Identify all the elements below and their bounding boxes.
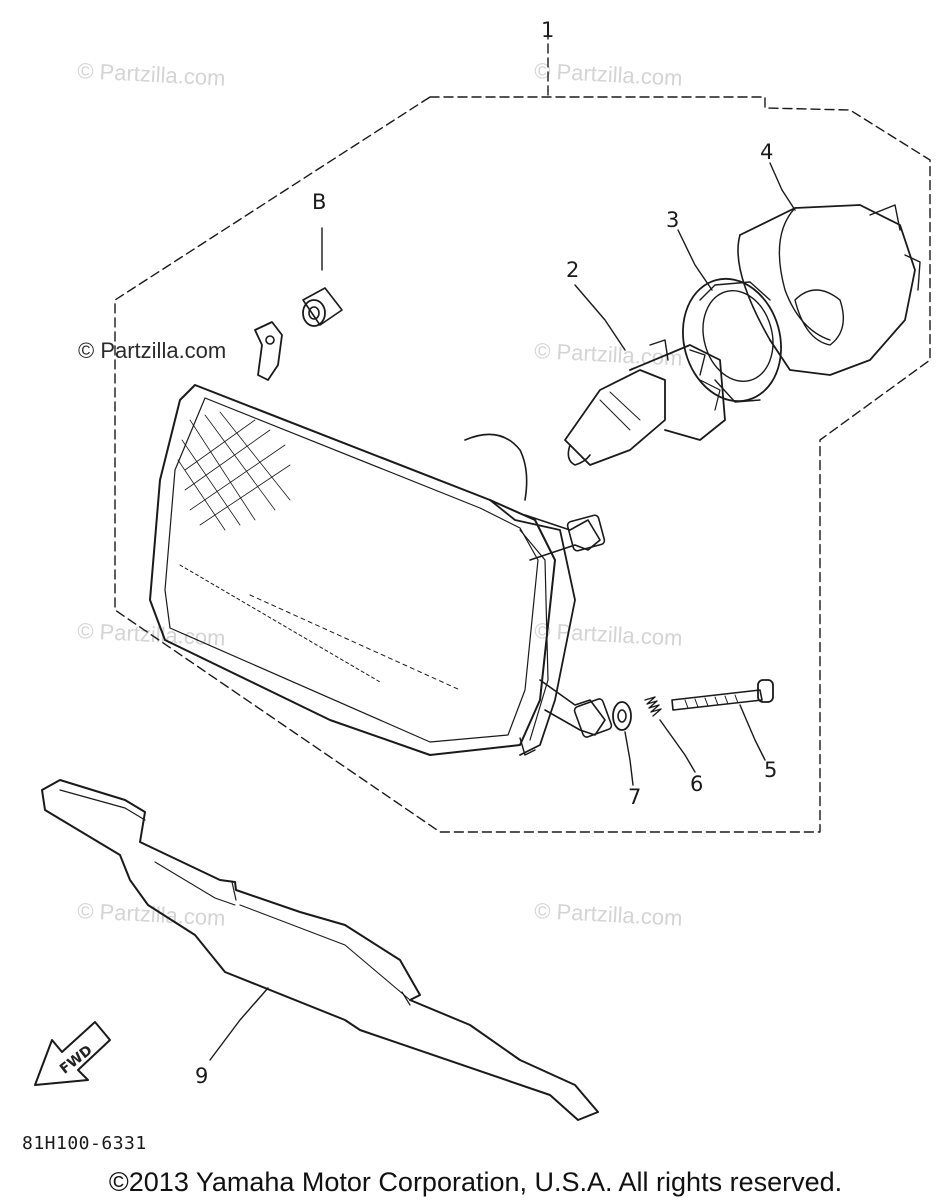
assembly-boundary xyxy=(114,29,931,833)
callout-5: 5 xyxy=(764,758,778,782)
dust-cover-4 xyxy=(737,162,921,376)
callout-4: 4 xyxy=(760,140,774,164)
fwd-arrow-icon xyxy=(34,1021,111,1086)
callout-3: 3 xyxy=(666,208,680,232)
watermark: © Partzilla.com xyxy=(78,338,227,363)
callout-7: 7 xyxy=(628,785,642,809)
spring-6 xyxy=(644,696,696,773)
callout-1: 1 xyxy=(541,18,555,42)
adjuster-upper xyxy=(524,514,606,561)
adjuster-lower xyxy=(519,679,613,756)
holder-ring-3 xyxy=(677,229,782,403)
screw-5 xyxy=(671,679,774,761)
bulb-2 xyxy=(564,284,726,466)
callout-b: B xyxy=(312,190,327,214)
diagram-code: 81H100-6331 xyxy=(22,1133,147,1154)
grommet-b xyxy=(302,227,343,327)
callout-6: 6 xyxy=(690,772,704,796)
callout-2: 2 xyxy=(566,258,580,282)
nut-7 xyxy=(612,701,634,786)
copyright-notice: ©2013 Yamaha Motor Corporation, U.S.A. A… xyxy=(108,1167,843,1197)
mounting-tab xyxy=(254,321,283,381)
seal-strip-9 xyxy=(41,779,599,1121)
callout-9: 9 xyxy=(195,1064,209,1088)
headlight-lens xyxy=(149,384,576,756)
